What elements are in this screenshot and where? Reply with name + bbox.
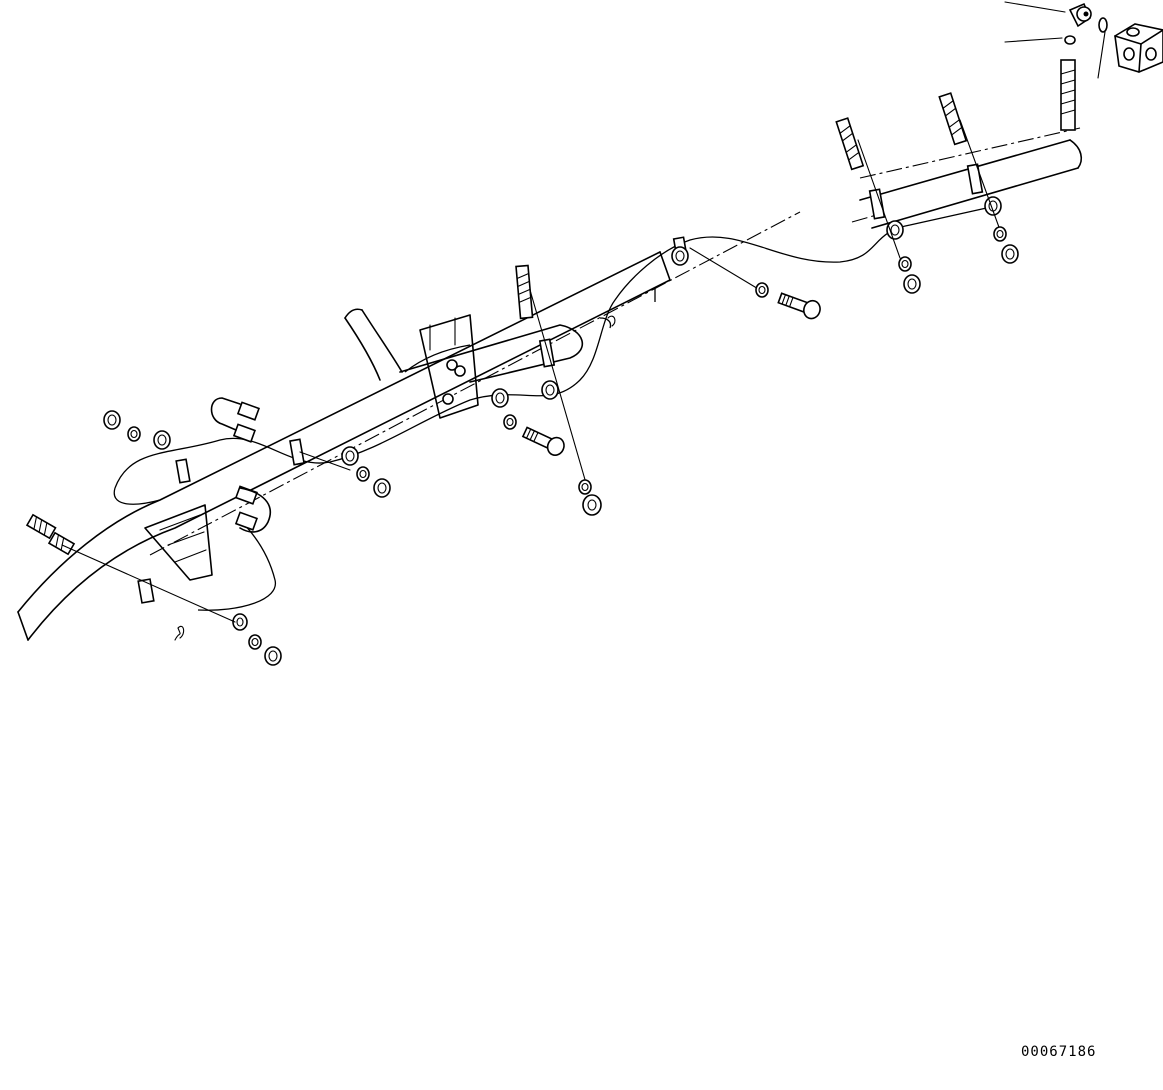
- o-ring-side: [1098, 17, 1108, 33]
- fitting-right-2: [938, 92, 968, 146]
- fitting-top-right: [1060, 59, 1076, 131]
- drawing-number: 00067186: [1021, 1044, 1097, 1060]
- frame-tube: [17, 139, 1083, 641]
- hose-end-fittings: [25, 59, 1076, 556]
- nut-right-2: [1001, 244, 1019, 264]
- o-ring-top: [1064, 35, 1076, 45]
- bolt-upper: [777, 292, 821, 320]
- nut-mid-1: [373, 478, 391, 498]
- valve-block: [1114, 23, 1163, 73]
- u-fitting-b: [234, 511, 258, 531]
- fitting-center: [515, 264, 534, 320]
- fitting-right-1: [835, 117, 865, 171]
- brackets: [137, 163, 984, 604]
- clamps: [153, 196, 1002, 631]
- washer-mid-1: [356, 466, 370, 482]
- nut-right-1: [903, 274, 921, 294]
- fitting-left-bottom: [47, 531, 76, 556]
- washer-center: [578, 479, 592, 495]
- nut-center: [582, 494, 602, 516]
- nut-low-left: [264, 646, 282, 666]
- bolts: [521, 292, 821, 456]
- elbow-fitting: [1068, 2, 1092, 28]
- bolt-center: [521, 426, 565, 456]
- washer-right-2: [993, 226, 1007, 242]
- washers-nuts: [103, 17, 1108, 666]
- break-markers: [177, 315, 616, 639]
- leader-lines: [61, 1, 1106, 641]
- washer-mid-2: [503, 414, 517, 430]
- phantom-lines: [149, 127, 1081, 556]
- washer-upper-mid: [755, 282, 769, 298]
- u-fitting-upper: [236, 401, 260, 421]
- washer-low-left: [248, 634, 262, 650]
- washer-left-top: [127, 426, 141, 442]
- washer-right-1: [898, 256, 912, 272]
- fitting-left-top: [25, 513, 57, 540]
- u-loops: [210, 397, 271, 533]
- nut-left-top: [103, 410, 121, 430]
